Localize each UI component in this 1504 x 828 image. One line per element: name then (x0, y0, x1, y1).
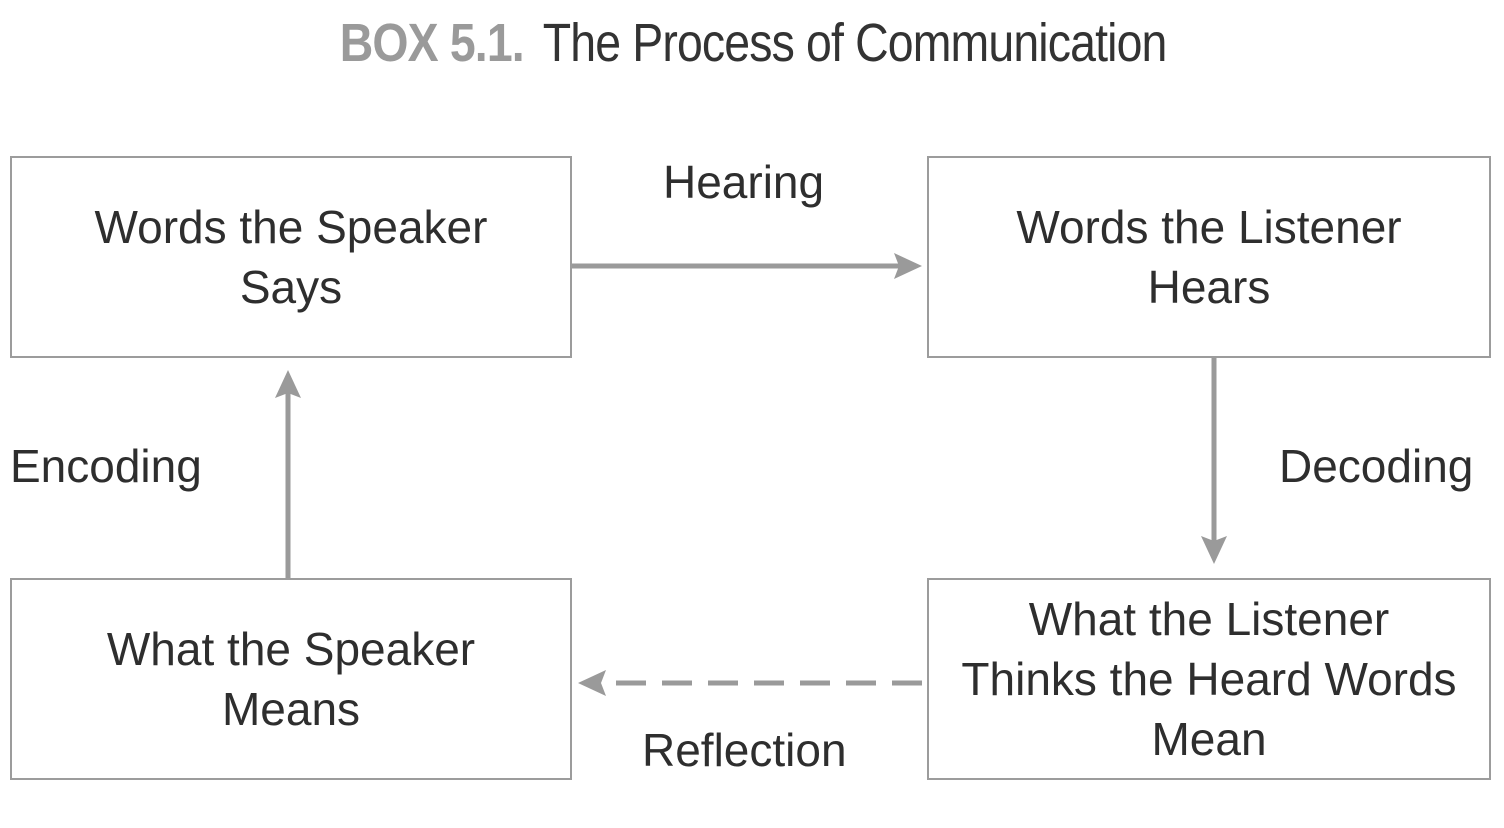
box-line: Words the Speaker (94, 201, 488, 253)
box-line: Words the Listener (1016, 201, 1402, 253)
box-what-listener-thinks: What the Listener Thinks the Heard Words… (927, 578, 1491, 780)
arrow-hearing (572, 253, 922, 279)
box-number-label: BOX 5.1. (339, 13, 525, 73)
box-words-listener-hears: Words the Listener Hears (927, 156, 1491, 358)
label-decoding: Decoding (1279, 440, 1474, 492)
box-text: Words the Listener Hears (1016, 197, 1401, 317)
box-line: What the Listener (1028, 593, 1390, 645)
arrow-reflection (578, 670, 922, 696)
box-line: Says (239, 261, 343, 313)
page-title: BOX 5.1. The Process of Communication (106, 8, 1399, 78)
arrow-decoding (1201, 358, 1227, 564)
box-text: What the Speaker Means (107, 619, 475, 739)
box-text: Words the Speaker Says (95, 197, 488, 317)
box-line: What the Speaker (106, 623, 476, 675)
box-line: Means (221, 683, 361, 735)
title-text: The Process of Communication (542, 13, 1168, 73)
label-encoding: Encoding (10, 440, 202, 492)
arrow-encoding (275, 370, 301, 578)
label-reflection: Reflection (642, 724, 847, 776)
box-what-speaker-means: What the Speaker Means (10, 578, 572, 780)
box-line: Mean (1151, 713, 1267, 765)
label-hearing: Hearing (663, 156, 825, 208)
box-text: What the Listener Thinks the Heard Words… (961, 589, 1456, 769)
box-line: Thinks the Heard Words (961, 653, 1457, 705)
box-words-speaker-says: Words the Speaker Says (10, 156, 572, 358)
box-line: Hears (1147, 261, 1271, 313)
